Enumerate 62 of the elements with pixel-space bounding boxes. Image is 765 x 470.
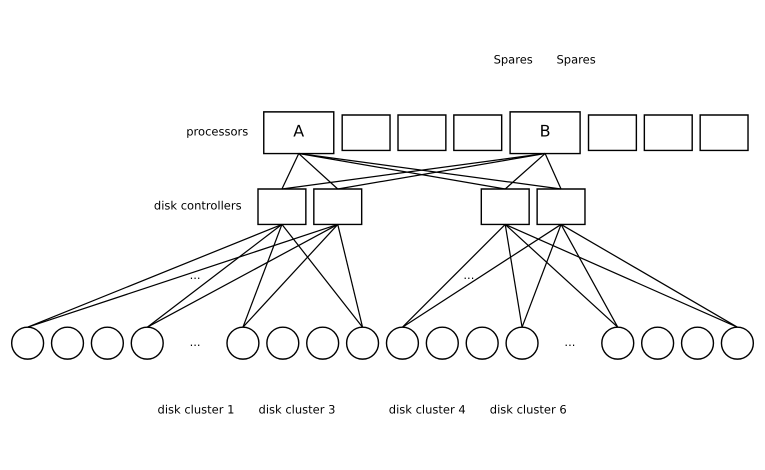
connector <box>27 223 282 328</box>
connector <box>298 152 338 189</box>
connector <box>504 223 618 328</box>
connector <box>402 223 506 328</box>
node-box <box>480 188 530 225</box>
connector <box>338 152 546 190</box>
label: Spares <box>494 52 533 66</box>
node-box <box>588 114 638 151</box>
node-circle <box>306 326 340 360</box>
label: disk cluster 4 <box>388 402 466 416</box>
connector <box>298 152 506 190</box>
node-circle <box>680 326 714 360</box>
connector <box>281 152 300 189</box>
label: disk cluster 6 <box>490 402 567 416</box>
label: disk controllers <box>154 198 242 212</box>
connector <box>560 223 738 328</box>
node-circle <box>466 326 499 360</box>
node-box: B <box>509 110 581 154</box>
node-box <box>397 114 447 151</box>
node-circle <box>130 326 164 360</box>
node-circle <box>346 326 380 360</box>
label: disk cluster 1 <box>158 402 234 416</box>
node-circle <box>640 326 674 360</box>
node-box: A <box>263 110 334 154</box>
connector <box>146 223 338 328</box>
node-box <box>257 188 307 225</box>
label: ... <box>190 267 201 282</box>
label: processors <box>186 124 248 138</box>
connector <box>504 223 738 328</box>
node-circle <box>601 326 634 360</box>
node-box <box>699 114 749 151</box>
node-circle <box>505 326 539 360</box>
node-circle <box>90 326 124 360</box>
node-circle <box>50 326 84 360</box>
connector <box>242 224 282 327</box>
label: Spares <box>556 52 596 66</box>
connector <box>560 224 618 327</box>
connector <box>402 223 562 328</box>
connector <box>146 223 282 328</box>
node-box <box>341 114 391 151</box>
node-circle <box>426 326 459 360</box>
label: ... <box>190 334 201 349</box>
label: ... <box>463 267 474 282</box>
connector <box>521 224 562 327</box>
label: disk cluster 3 <box>258 402 336 416</box>
connector <box>281 224 364 328</box>
node-box <box>644 114 693 151</box>
node-circle <box>266 326 300 360</box>
node-circle <box>720 326 754 360</box>
node-box <box>453 114 502 151</box>
node-circle <box>226 326 260 360</box>
node-circle <box>386 326 420 360</box>
connector <box>27 223 338 328</box>
connector <box>504 152 546 189</box>
node-box <box>536 188 586 225</box>
connector <box>544 152 562 189</box>
label: ... <box>564 334 576 349</box>
node-circle <box>10 326 44 360</box>
connector <box>242 224 338 328</box>
connector <box>504 224 523 327</box>
connector <box>337 224 364 327</box>
node-box <box>313 188 362 225</box>
